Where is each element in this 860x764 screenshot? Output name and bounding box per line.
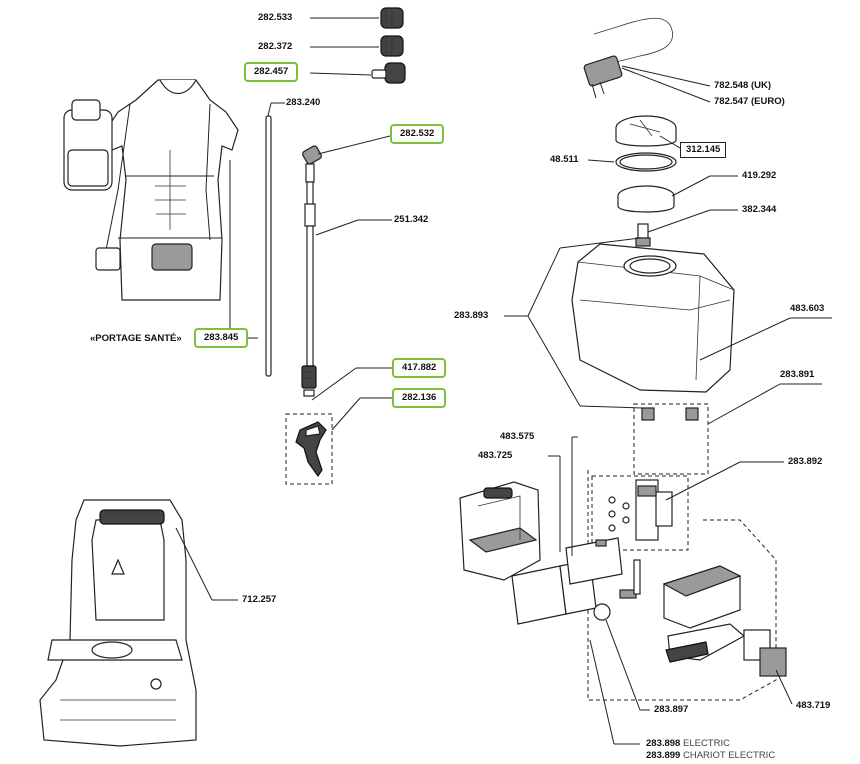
label-382344: 382.344 (742, 204, 777, 215)
nozzle-282533 (380, 7, 404, 29)
electronics-box (511, 470, 777, 701)
label-782548: 782.548 (UK) (714, 80, 772, 91)
label-283240: 283.240 (286, 97, 321, 108)
tank-cap-312145 (615, 115, 677, 147)
label-chariot-electric: CHARIOT ELECTRIC (682, 750, 776, 761)
bracket-483725 (459, 481, 541, 581)
label-282533: 282.533 (258, 12, 293, 23)
label-283845: 283.845 (194, 328, 249, 348)
label-282136: 282.136 (392, 388, 447, 408)
label-282372: 282.372 (258, 41, 293, 52)
charger-782548 (583, 17, 673, 99)
label-portage-sante: «PORTAGE SANTÉ» (90, 333, 182, 344)
trigger-handle-282136 (285, 413, 333, 485)
lance-251342 (301, 145, 322, 397)
nozzle-282457 (371, 62, 406, 84)
nozzle-282372 (380, 35, 404, 57)
label-283897: 283.897 (654, 704, 689, 715)
label-283891: 283.891 (780, 369, 815, 380)
label-283898: 283.898 (646, 738, 681, 749)
housing-483719 (662, 565, 787, 677)
label-483603: 483.603 (790, 303, 825, 314)
label-483719: 483.719 (796, 700, 831, 711)
ring-419292 (617, 185, 675, 213)
harness-illustration (63, 79, 239, 301)
filter-382344 (635, 223, 651, 247)
label-483725: 483.725 (478, 450, 513, 461)
label-283899: 283.899 (646, 750, 681, 761)
label-417882: 417.882 (392, 358, 447, 378)
label-48511: 48.511 (550, 154, 579, 165)
label-251342: 251.342 (394, 214, 429, 225)
label-782547: 782.547 (EURO) (714, 96, 785, 107)
label-283899-chariot: 283.899 CHARIOT ELECTRIC (646, 750, 775, 762)
label-282532: 282.532 (390, 124, 445, 144)
cart-stand-712257 (39, 499, 197, 747)
label-282457: 282.457 (244, 62, 299, 82)
pump-283892 (591, 475, 689, 551)
tank-483603 (571, 243, 735, 393)
label-712257: 712.257 (242, 594, 277, 605)
seal-48511 (615, 152, 677, 172)
label-483575: 483.575 (500, 431, 535, 442)
label-283898-electric: 283.898 ELECTRIC (646, 738, 730, 750)
label-electric: ELECTRIC (682, 738, 730, 749)
hose-283891 (633, 403, 709, 475)
label-283893: 283.893 (454, 310, 489, 321)
label-283892: 283.892 (788, 456, 823, 467)
rod-283240 (265, 115, 272, 377)
label-312145: 312.145 (680, 142, 727, 158)
label-419292: 419.292 (742, 170, 777, 181)
